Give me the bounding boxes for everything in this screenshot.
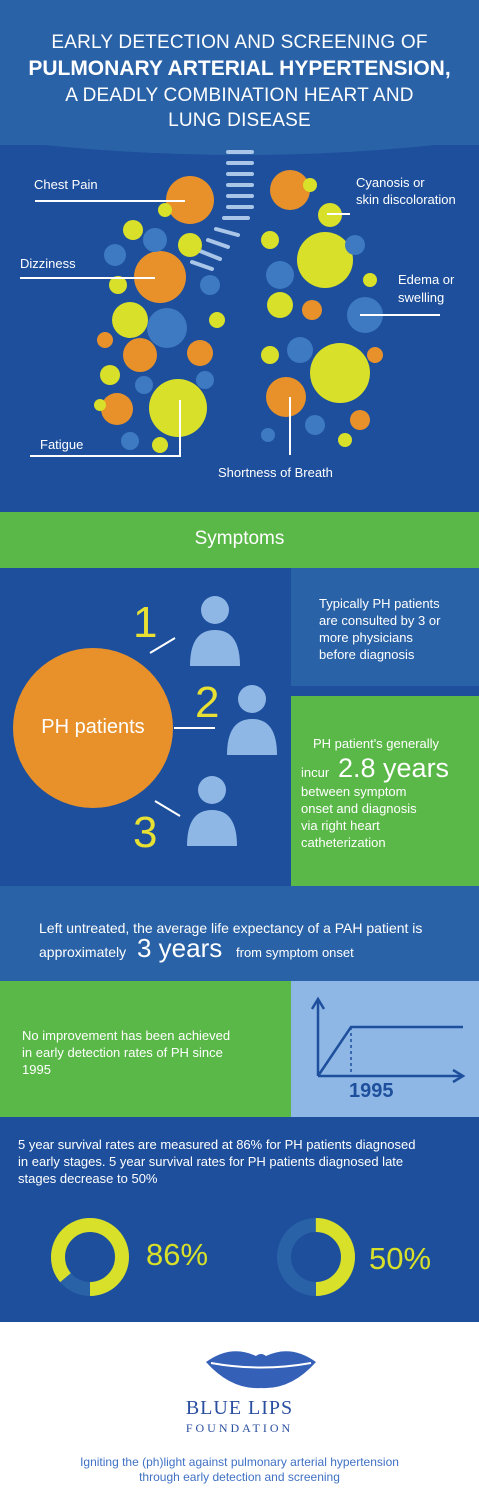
incur-box: PH patient's generally incur 2.8 years b… [291,696,479,886]
footer: BLUE LIPS FOUNDATION Igniting the (ph)li… [0,1322,479,1500]
donut-early [51,1218,129,1296]
incur-rest-3: via right heart [301,818,380,833]
left-lung [94,176,225,453]
physicians-section: Typically PH patients are consulted by 3… [0,568,479,886]
survival-donuts [51,1218,355,1296]
doctors-graphic [149,596,277,846]
incur-value: 2.8 years [338,753,450,783]
doctor-icon-2 [227,685,277,755]
symptoms-bar: Symptoms [0,512,479,568]
label-edema-1: Edema or [398,272,455,287]
improve-line-3: 1995 [22,1062,51,1077]
donut-fill [51,1218,129,1296]
lungs-illustration [0,145,479,457]
number-2: 2 [195,678,220,727]
survival-line-1: 5 year survival rates are measured at 86… [18,1137,416,1152]
lips-logo-icon [206,1351,316,1389]
logo-name: BLUE LIPS [185,1397,294,1419]
right-lung [261,170,383,447]
trend-graph: 1995 [291,981,479,1117]
life-prefix: approximately [39,944,127,960]
improvement-section: No improvement has been achieved in earl… [0,981,479,1117]
tagline-1: Igniting the (ph)light against pulmonary… [80,1455,399,1469]
survival-line-2: in early stages. 5 year survival rates f… [18,1154,404,1169]
consult-line-4: before diagnosis [319,647,415,662]
survival-section: 5 year survival rates are measured at 86… [0,1117,479,1322]
consult-line-2: are consulted by 3 or [319,613,441,628]
title-line-1: EARLY DETECTION AND SCREENING OF [51,32,428,53]
life-value: 3 years [137,933,223,963]
fatigue-line [30,400,181,457]
incur-line-1: PH patient's generally [313,736,440,751]
consult-line-3: more physicians [319,630,413,645]
survival-line-3: stages decrease to 50% [18,1171,158,1186]
label-dizziness: Dizziness [20,256,76,271]
header: EARLY DETECTION AND SCREENING OF PULMONA… [0,0,479,145]
label-cyanosis-1: Cyanosis or [356,175,425,190]
donut-fill [277,1218,355,1296]
number-3: 3 [133,808,158,857]
consult-box: Typically PH patients are consulted by 3… [291,568,479,686]
logo-sub: FOUNDATION [185,1421,294,1435]
label-cyanosis-2: skin discoloration [356,192,456,207]
life-line-1: Left untreated, the average life expecta… [39,920,423,936]
lungs-section: Chest Pain Dizziness Fatigue Shortness o… [0,145,479,512]
late-survival-label: 50% [369,1241,432,1276]
label-edema-2: swelling [398,290,445,305]
incur-rest-1: between symptom [301,784,407,799]
life-expectancy-section: Left untreated, the average life expecta… [0,886,479,981]
title-line-3: A DEADLY COMBINATION HEART AND [65,85,414,106]
number-1: 1 [133,598,158,647]
doctor-icon-1 [190,596,240,666]
doctor-icon-3 [187,776,237,846]
donut-late [277,1218,355,1296]
improve-line-2: in early detection rates of PH since [22,1045,223,1060]
label-shortness: Shortness of Breath [218,465,333,480]
label-fatigue: Fatigue [40,437,84,452]
tagline-2: through early detection and screening [139,1470,340,1484]
life-suffix: from symptom onset [236,945,354,960]
graph-year: 1995 [349,1080,394,1102]
incur-prefix: incur [301,765,330,780]
ph-patients-label: PH patients [41,716,145,738]
trachea [190,150,254,271]
title-line-2: PULMONARY ARTERIAL HYPERTENSION, [28,57,451,80]
consult-line-1: Typically PH patients [319,596,440,611]
label-chest-pain: Chest Pain [34,177,98,192]
improve-line-1: No improvement has been achieved [22,1028,231,1043]
title-line-4: LUNG DISEASE [168,110,311,131]
early-survival-label: 86% [146,1237,209,1272]
incur-rest-4: catheterization [301,835,386,850]
incur-rest-2: onset and diagnosis [301,801,417,816]
ph-patients-circle: PH patients [13,648,173,808]
symptoms-title: Symptoms [194,528,285,549]
